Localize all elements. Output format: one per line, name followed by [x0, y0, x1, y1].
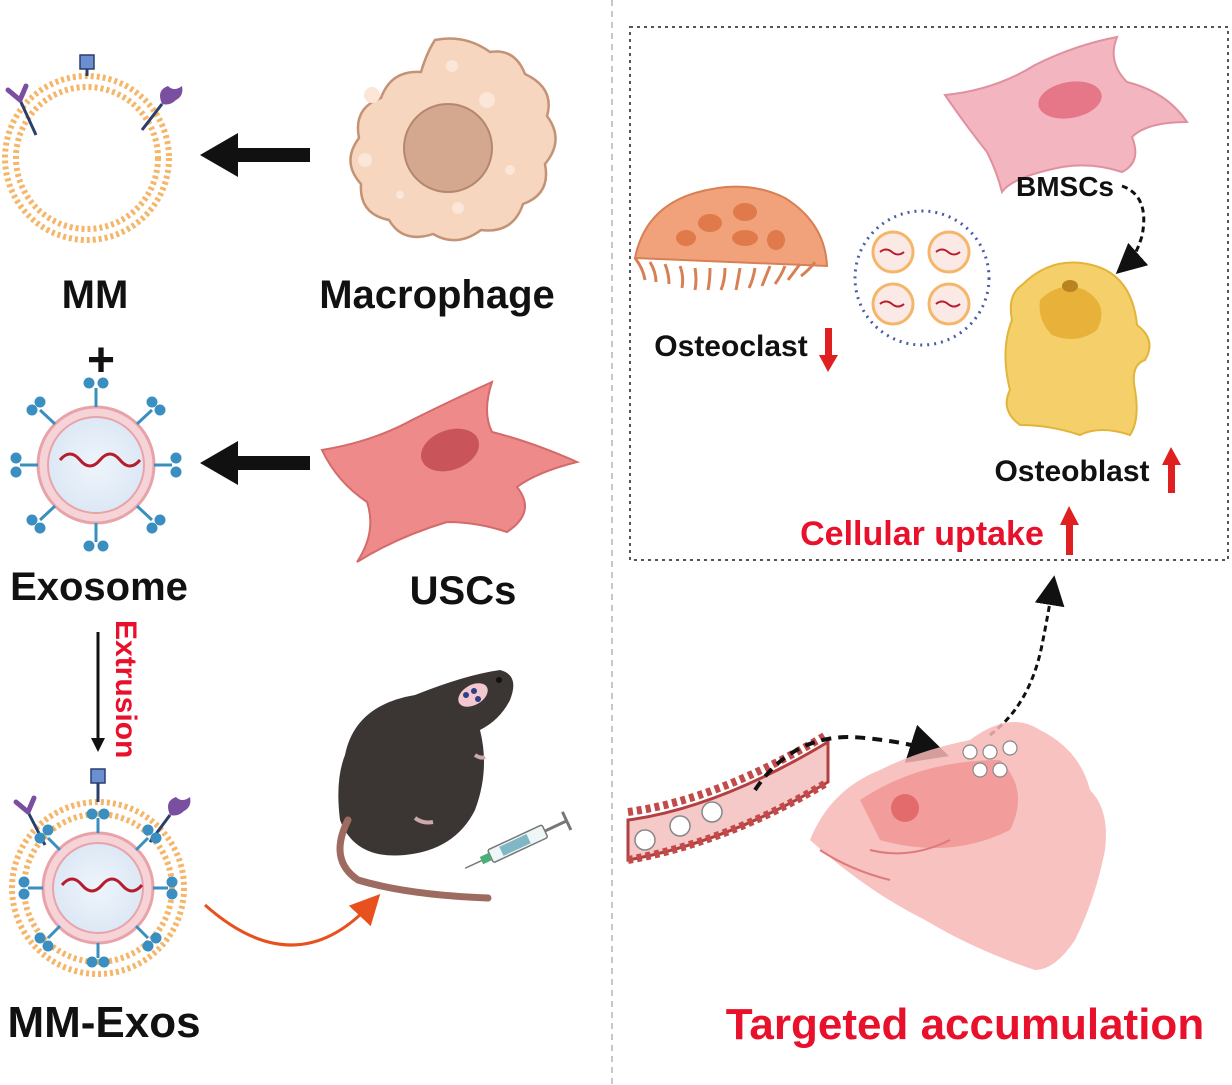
exosome-label: Exosome [10, 565, 188, 609]
mm-vesicle-icon [2, 54, 183, 243]
usc-cell-icon [320, 380, 581, 563]
injection-arrow [204, 894, 381, 947]
mouse-icon [336, 670, 514, 902]
bmscs-label: BMSCs [1016, 171, 1114, 202]
bmsc-cell-icon [943, 35, 1189, 195]
cellular-uptake-box [629, 26, 1229, 561]
cellular-uptake-up-arrow [1060, 506, 1079, 555]
mouse-skull-icon [810, 722, 1106, 970]
uscs-label: USCs [410, 569, 517, 613]
macrophage-label: Macrophage [319, 273, 555, 317]
uptake-vesicle-cluster-icon [853, 209, 991, 347]
bmsc-to-osteoblast-arrow [1115, 184, 1149, 274]
syringe-icon [464, 811, 573, 869]
exosome-icon [10, 377, 182, 552]
osteoclast-down-arrow [819, 328, 838, 372]
mm-exos-label: MM-Exos [7, 998, 200, 1047]
cellular-uptake-label: Cellular uptake [800, 515, 1044, 553]
arrow-macrophage-to-mm [200, 133, 310, 177]
blood-vessel-icon [626, 730, 831, 864]
skull-to-box-arrow [989, 575, 1065, 737]
osteoblast-label: Osteoblast [994, 455, 1149, 488]
osteoclast-icon [633, 185, 829, 291]
targeted-accumulation-label: Targeted accumulation [726, 1000, 1204, 1049]
arrow-uscs-to-exosome [200, 441, 310, 485]
extrusion-arrow [91, 632, 105, 752]
osteoblast-icon [1004, 261, 1151, 437]
macrophage-icon [349, 37, 557, 242]
osteoblast-up-arrow [1162, 447, 1181, 493]
osteoclast-label: Osteoclast [654, 330, 807, 363]
vessel-to-skull-arrow [753, 724, 950, 792]
mm-exos-icon [9, 768, 191, 977]
extrusion-label: Extrusion [109, 620, 142, 758]
mm-label: MM [62, 273, 129, 317]
